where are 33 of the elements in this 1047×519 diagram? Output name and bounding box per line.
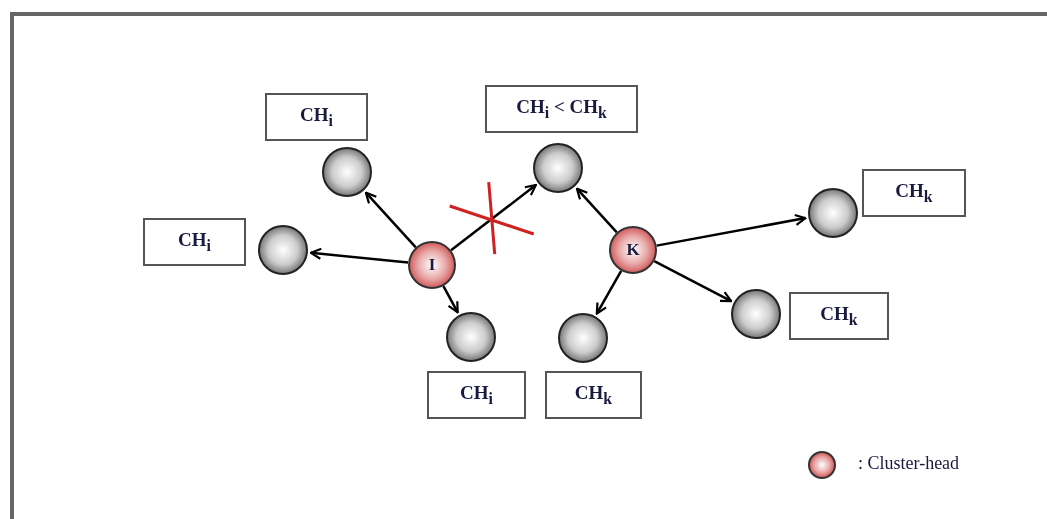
node-label: CH$_{k}$ xyxy=(574,382,613,408)
node-label: I xyxy=(428,255,436,275)
node-label: CH$_{k}$ xyxy=(895,180,933,206)
cluster-head-circle xyxy=(408,241,456,289)
label-box xyxy=(545,371,642,419)
label-box xyxy=(143,218,246,266)
node-label: K xyxy=(626,240,640,260)
node-label: CH$_{i}$ xyxy=(300,104,333,130)
cluster-head-circle xyxy=(609,226,657,274)
arrow xyxy=(364,191,417,249)
label-box xyxy=(485,85,638,133)
node-sphere xyxy=(322,147,372,197)
node-sphere xyxy=(731,289,781,339)
arrow xyxy=(575,187,618,234)
node-label: CH$_{k}$ xyxy=(820,303,858,329)
node-label: CH$_{i}$ xyxy=(178,229,211,255)
label-box xyxy=(265,93,368,141)
legend-label: : Cluster-head xyxy=(858,453,960,474)
label-box xyxy=(862,169,966,217)
arrow xyxy=(442,285,459,314)
node-sphere xyxy=(533,143,583,193)
node-sphere xyxy=(258,225,308,275)
node-sphere xyxy=(446,312,496,362)
arrow xyxy=(656,213,807,247)
node-label: CH$_{i}$ < CH$_{k}$ xyxy=(516,96,607,122)
arrow xyxy=(309,247,409,264)
node-label: CH$_{i}$ xyxy=(460,382,493,408)
arrow xyxy=(595,270,623,315)
arrow xyxy=(653,259,733,303)
label-box xyxy=(789,292,889,340)
node-sphere xyxy=(808,188,858,238)
node-sphere xyxy=(558,313,608,363)
label-box xyxy=(427,371,526,419)
